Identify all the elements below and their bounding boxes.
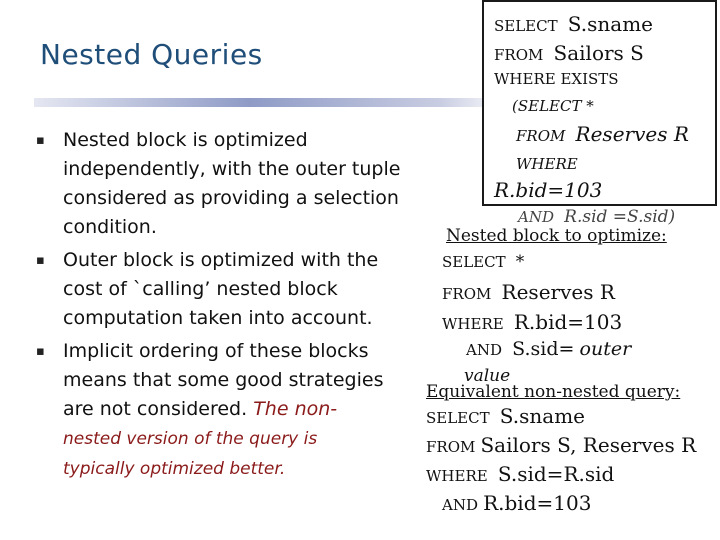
nested-and-line: AND S.sid= outer: [466, 338, 631, 360]
query-where-line: WHERE EXISTS: [494, 69, 619, 88]
sql-keyword: AND: [442, 496, 478, 514]
sql-keyword: AND: [466, 341, 502, 359]
sql-value: Sailors S, Reserves R: [480, 433, 697, 457]
subquery-and-line: AND R.sid =S.sid): [518, 207, 675, 227]
equivalent-select-line: SELECT S.sname: [426, 404, 585, 428]
square-bullet-icon: ▪: [36, 344, 45, 359]
sql-value: R.sid =S.sid): [564, 207, 676, 227]
equivalent-where-line: WHERE S.sid=R.sid: [426, 462, 614, 486]
bullet-item: ▪ Nested block is optimized independentl…: [36, 126, 416, 242]
nested-from-line: FROM Reserves R: [442, 280, 615, 304]
query-select-line: SELECT S.sname: [494, 12, 653, 36]
sql-keyword: WHERE EXISTS: [494, 70, 619, 88]
nested-select-line: SELECT *: [442, 252, 524, 272]
sql-keyword: SELECT: [494, 17, 558, 35]
sql-keyword: FROM: [494, 46, 544, 64]
sql-value: R.bid=103: [494, 178, 603, 202]
sql-value: S.sname: [499, 404, 586, 428]
sql-keyword: WHERE: [442, 315, 504, 333]
bullet-line: independently, with the outer tuple: [63, 158, 401, 180]
sql-keyword: WHERE: [516, 155, 578, 173]
sql-value: R.bid=103: [513, 310, 623, 334]
square-bullet-icon: ▪: [36, 253, 45, 268]
emphasis-text: typically optimized better.: [63, 459, 286, 479]
nested-where-line: WHERE R.bid=103: [442, 310, 622, 334]
sql-keyword: FROM: [516, 127, 566, 145]
slide-title: Nested Queries: [40, 38, 263, 71]
sql-keyword: SELECT: [426, 409, 490, 427]
emphasis-text: nested version of the query is: [63, 429, 318, 449]
subquery-from-line: FROM Reserves R: [516, 122, 689, 146]
equivalent-and-line: AND R.bid=103: [442, 491, 591, 515]
title-divider: [34, 98, 512, 107]
sql-keyword: AND: [518, 208, 554, 226]
bullet-line: Implicit ordering of these blocks: [63, 340, 369, 362]
bullet-item: ▪ Outer block is optimized with the cost…: [36, 246, 416, 333]
sql-keyword: FROM: [426, 438, 476, 456]
bullet-line: Nested block is optimized: [63, 129, 308, 151]
square-bullet-icon: ▪: [36, 133, 45, 148]
sql-value: S.sid=: [512, 338, 575, 360]
emphasis-text: The non-: [253, 398, 338, 420]
nested-value-word: value: [464, 366, 511, 386]
sql-keyword: (SELECT *: [512, 97, 594, 115]
sql-value: *: [515, 252, 525, 272]
equivalent-query-heading: Equivalent non-nested query:: [426, 382, 681, 402]
sql-value: Sailors S: [553, 41, 644, 65]
bullet-line: condition.: [63, 216, 157, 238]
bullet-line: are not considered.: [63, 398, 254, 420]
nested-block-heading: Nested block to optimize:: [446, 226, 667, 246]
bullet-item: ▪ Implicit ordering of these blocks mean…: [36, 337, 416, 484]
sql-value: Reserves R: [501, 280, 615, 304]
sql-value: S.sname: [567, 12, 654, 36]
bullet-line: means that some good strategies: [63, 369, 384, 391]
equivalent-from-line: FROM Sailors S, Reserves R: [426, 433, 696, 457]
sql-value: Reserves R: [575, 122, 689, 146]
subquery-where-line: WHERE: [516, 154, 578, 173]
bullet-line: cost of `calling’ nested block: [63, 278, 338, 300]
bullet-line: computation taken into account.: [63, 307, 373, 329]
sql-keyword: FROM: [442, 285, 492, 303]
sql-value: S.sid=R.sid: [497, 462, 615, 486]
subquery-condition-line: R.bid=103: [494, 178, 602, 202]
bullet-line: Outer block is optimized with the: [63, 249, 379, 271]
sql-keyword: SELECT: [442, 253, 506, 271]
bullet-line: considered as providing a selection: [63, 187, 399, 209]
subquery-select-line: (SELECT *: [512, 96, 594, 115]
sql-keyword: WHERE: [426, 467, 488, 485]
bullet-list: ▪ Nested block is optimized independentl…: [36, 126, 416, 484]
query-from-line: FROM Sailors S: [494, 41, 644, 65]
sql-value: outer: [579, 338, 632, 360]
sql-value: R.bid=103: [483, 491, 592, 515]
nested-query-box: SELECT S.sname FROM Sailors S WHERE EXIS…: [482, 0, 717, 206]
